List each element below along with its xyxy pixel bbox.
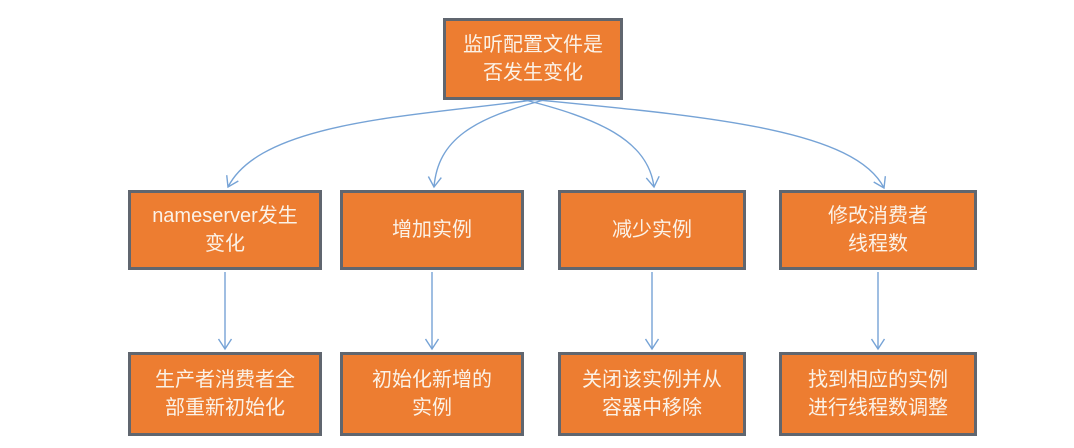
arrow-root-to-remove-instance xyxy=(520,98,660,189)
node-action-reinit-producers-consumers: 生产者消费者全 部重新初始化 xyxy=(128,352,322,436)
node-action-adjust-thread-count: 找到相应的实例 进行线程数调整 xyxy=(779,352,977,436)
arrow-root-to-add-instance xyxy=(427,98,549,189)
node-monitor-config-change: 监听配置文件是 否发生变化 xyxy=(443,18,623,100)
node-condition-remove-instance: 减少实例 xyxy=(558,190,746,270)
arrow-root-to-nameserver xyxy=(226,98,541,189)
node-condition-add-instance: 增加实例 xyxy=(340,190,524,270)
node-condition-nameserver-change: nameserver发生 变化 xyxy=(128,190,322,270)
node-condition-modify-consumer-threads: 修改消费者 线程数 xyxy=(779,190,977,270)
arrow-root-to-modify-threads xyxy=(528,98,887,190)
node-action-close-and-remove-instance: 关闭该实例并从 容器中移除 xyxy=(558,352,746,436)
node-action-init-new-instance: 初始化新增的 实例 xyxy=(340,352,524,436)
